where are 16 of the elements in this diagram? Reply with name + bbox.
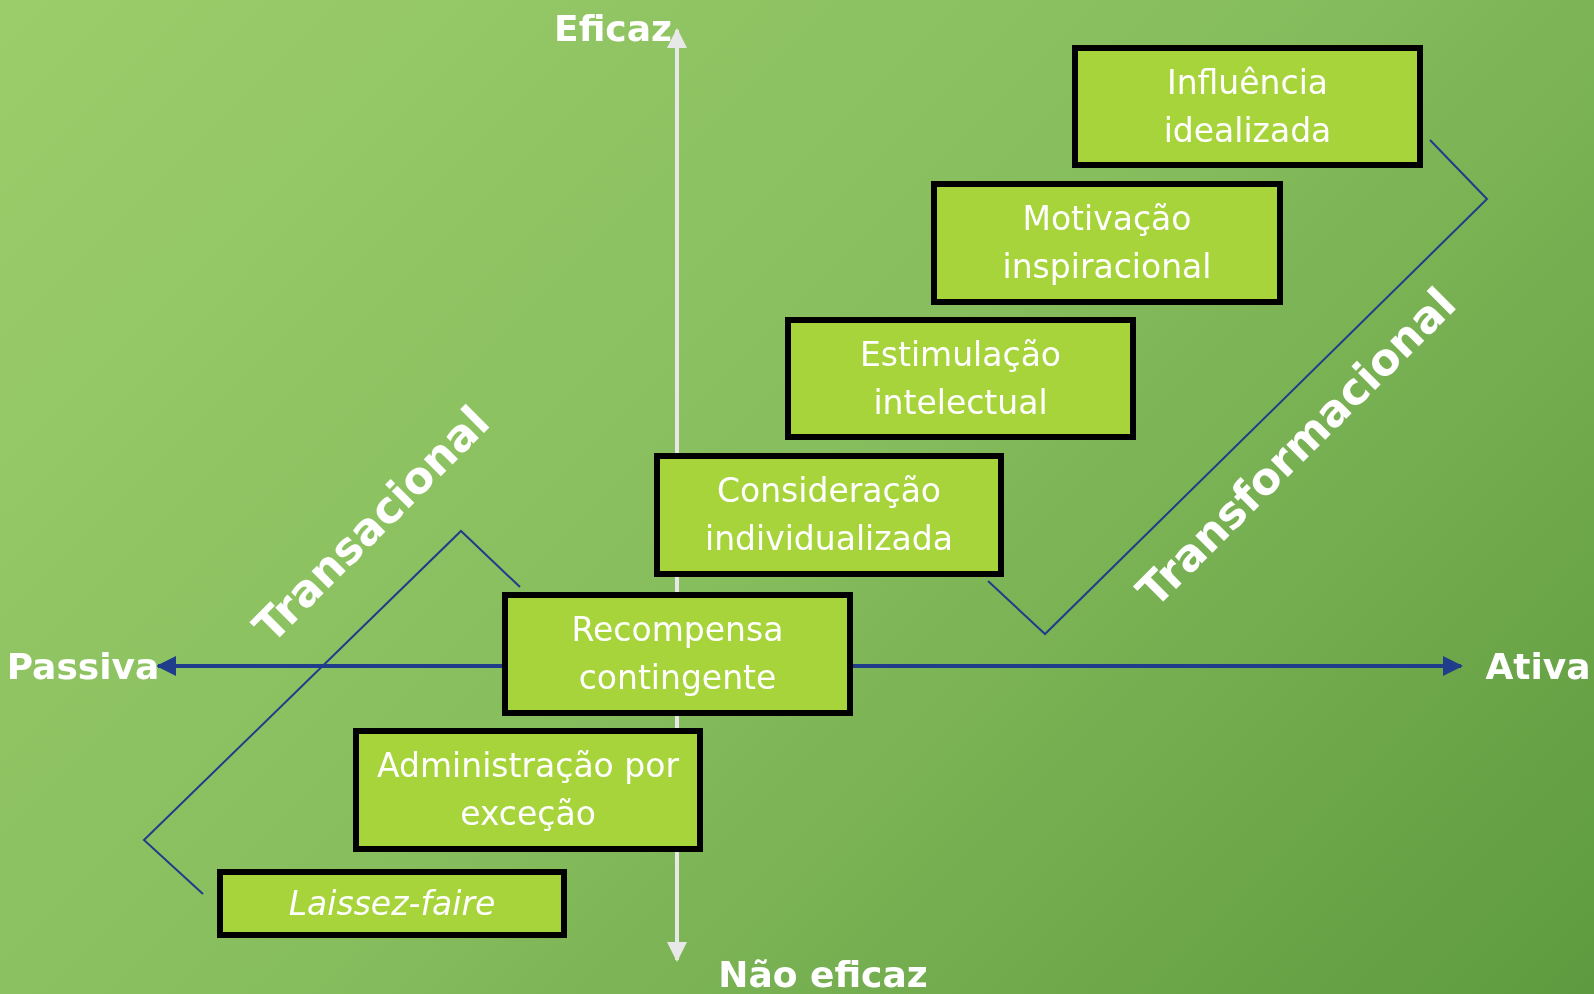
axis-label: Ativa	[1485, 645, 1591, 687]
axis-label: Eficaz	[554, 7, 672, 49]
box-label: Influência idealizada	[1162, 61, 1333, 152]
process-box	[654, 453, 1004, 577]
box-label: Estimulação intelectual	[858, 333, 1063, 424]
process-box	[353, 728, 703, 852]
box-label: Motivação inspiracional	[1001, 198, 1212, 286]
box-label: Administração por exceção	[376, 745, 680, 835]
box-label: Laissez-faire	[288, 882, 496, 925]
process-box	[502, 592, 853, 716]
box-label: Consideração individualizada	[703, 470, 954, 560]
axis-label: Passiva	[6, 645, 160, 687]
box-label: Recompensa contingente	[570, 609, 785, 699]
process-box	[1072, 45, 1423, 168]
axis-label: Não eficaz	[718, 953, 928, 994]
process-box	[217, 869, 567, 938]
